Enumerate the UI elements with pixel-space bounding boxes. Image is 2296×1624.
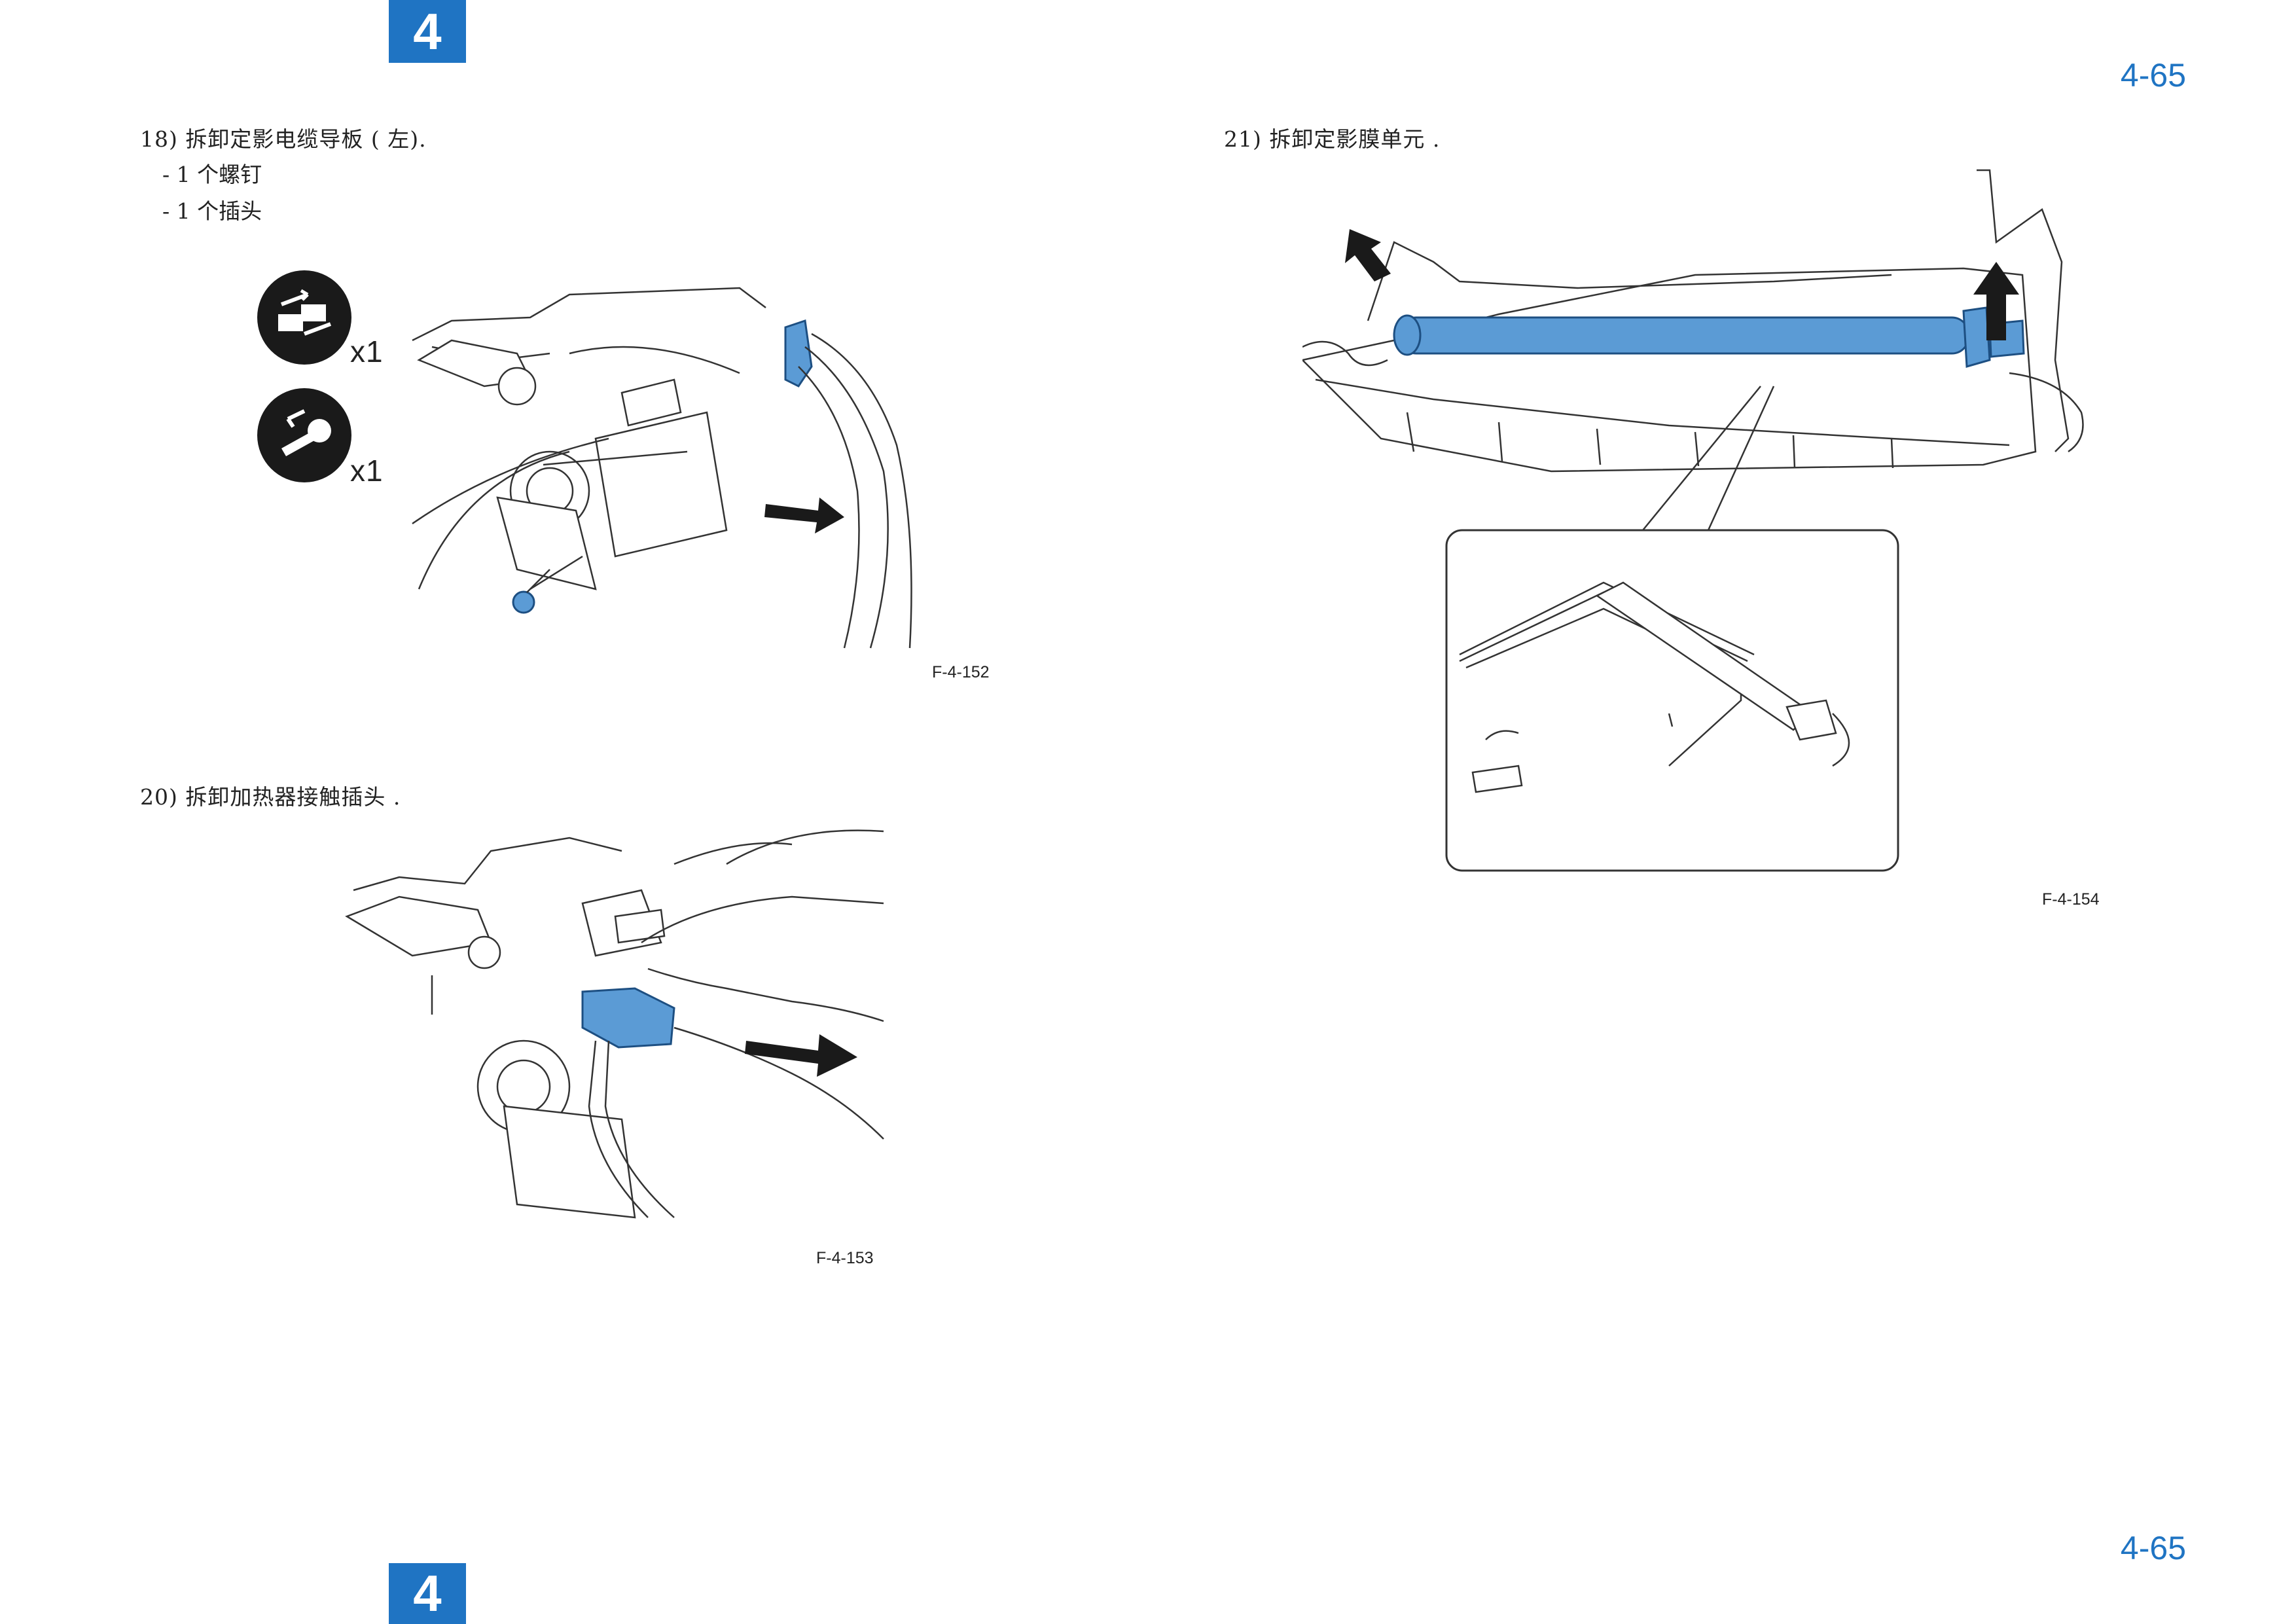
figure-label-f-4-154: F-4-154 xyxy=(2042,890,2100,909)
figure-f-4-153 xyxy=(334,825,890,1231)
figure-f-4-154 xyxy=(1302,164,2114,884)
connector-count: x1 xyxy=(350,334,384,369)
step-18-title: 18) 拆卸定影电缆导板 ( 左). xyxy=(140,126,427,152)
figure-label-f-4-153: F-4-153 xyxy=(816,1249,874,1267)
screw-icon xyxy=(255,386,353,484)
page-number-bottom: 4-65 xyxy=(2120,1530,2186,1566)
step-18-item-screw: - 1 个螺钉 xyxy=(162,162,262,187)
figure-f-4-152 xyxy=(399,281,988,668)
chapter-tab-bottom: 4 xyxy=(389,1563,466,1624)
connector-icon xyxy=(255,268,353,367)
step-18-item-connector: - 1 个插头 xyxy=(162,198,262,224)
chapter-tab-top: 4 xyxy=(389,0,466,63)
figure-label-f-4-152: F-4-152 xyxy=(932,663,990,681)
page-number-top: 4-65 xyxy=(2120,57,2186,94)
step-21-title: 21) 拆卸定影膜单元 . xyxy=(1224,126,1441,152)
step-20-title: 20) 拆卸加热器接触插头 . xyxy=(140,784,401,810)
screw-count: x1 xyxy=(350,454,384,488)
